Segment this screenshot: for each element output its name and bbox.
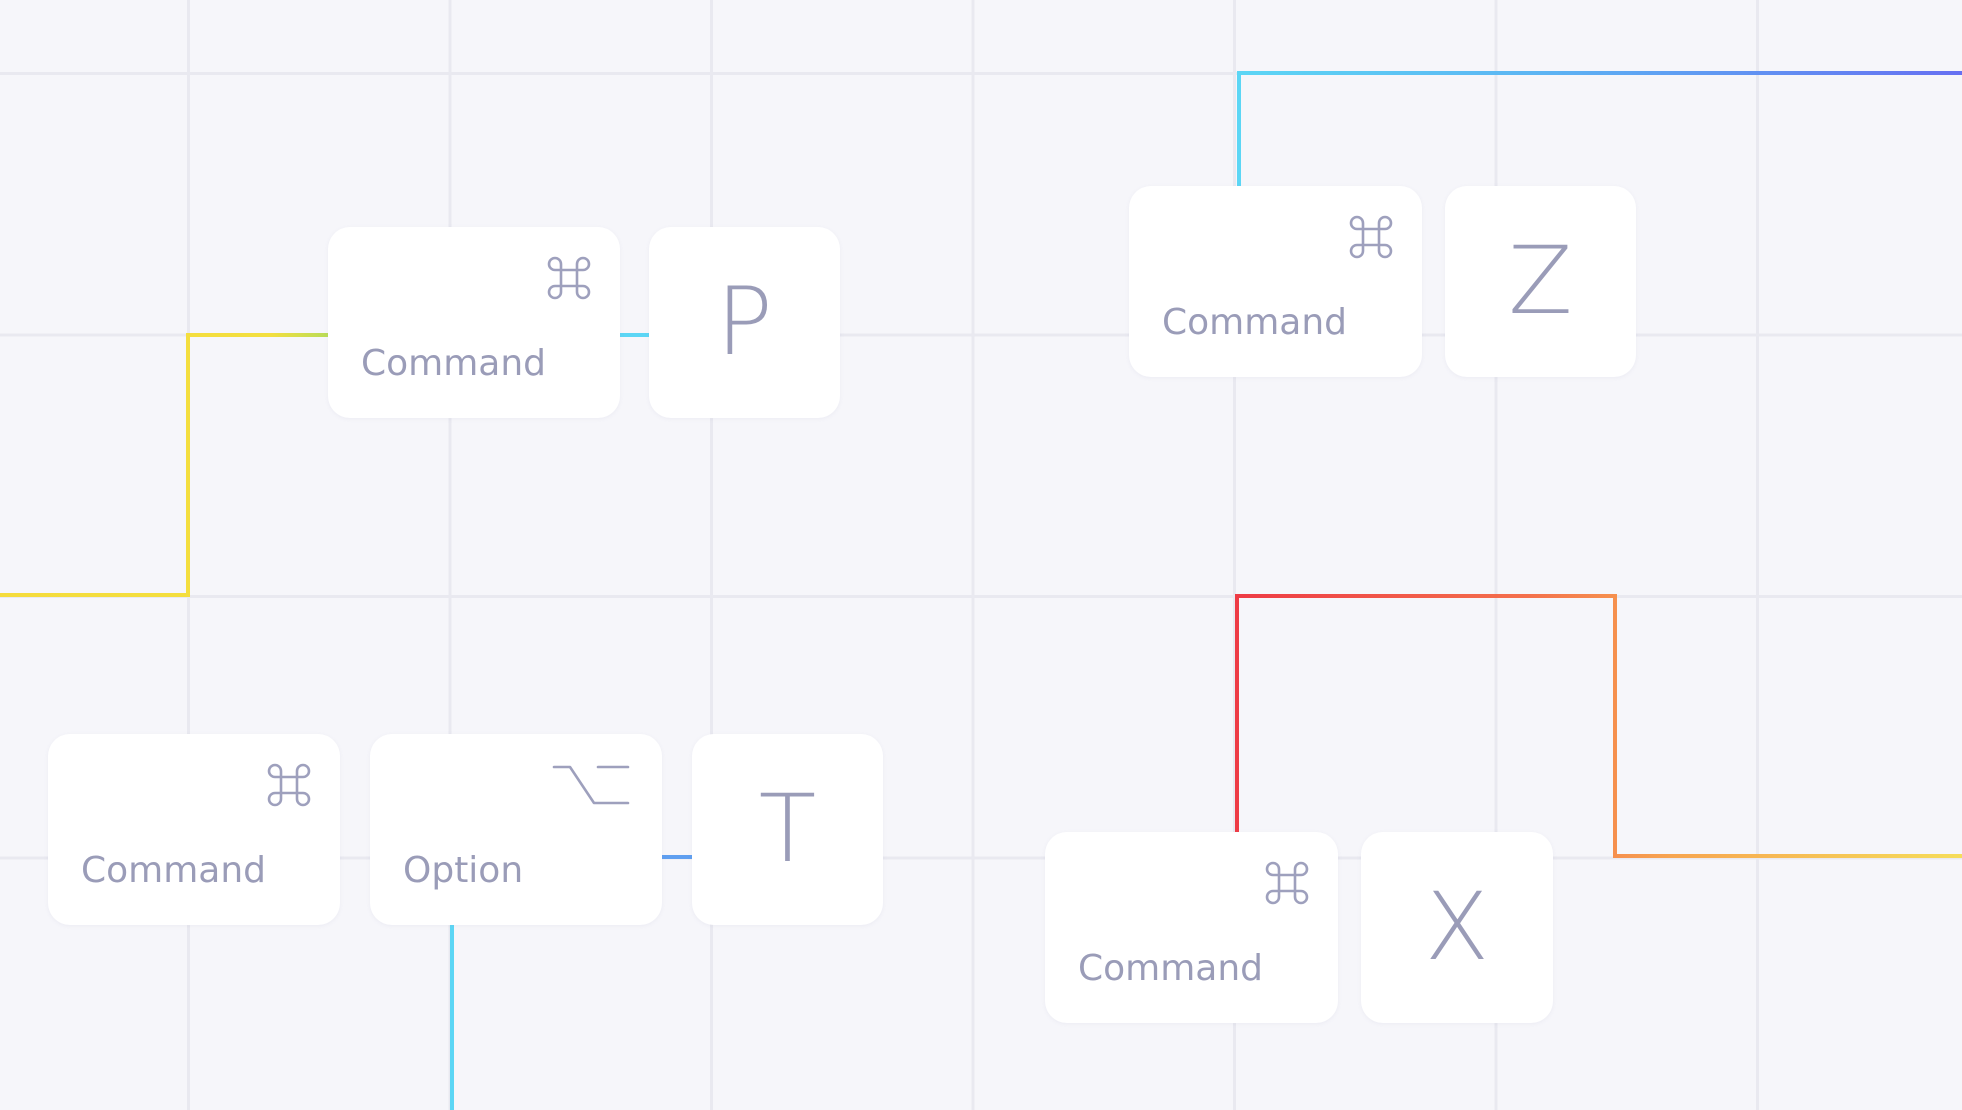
key-label: Command	[81, 850, 267, 891]
key-label: Command	[361, 343, 547, 384]
key-letter: P	[716, 267, 773, 377]
command-key[interactable]: Command	[1129, 186, 1422, 377]
key-letter: X	[1424, 872, 1490, 982]
key-label: Option	[403, 850, 524, 891]
wire-yellow	[0, 333, 332, 597]
key-label: Command	[1078, 948, 1264, 989]
key-letter: Z	[1508, 226, 1573, 336]
x-key[interactable]: X	[1361, 832, 1553, 1023]
command-key[interactable]: Command	[328, 227, 620, 418]
command-key[interactable]: Command	[1045, 832, 1338, 1023]
wire-top	[1237, 71, 1962, 192]
p-key[interactable]: P	[649, 227, 840, 418]
command-icon	[1262, 858, 1312, 908]
command-key[interactable]: Command	[48, 734, 340, 925]
option-icon	[552, 760, 632, 810]
z-key[interactable]: Z	[1445, 186, 1636, 377]
command-icon	[544, 253, 594, 303]
key-label: Command	[1162, 302, 1348, 343]
option-key[interactable]: Option	[370, 734, 662, 925]
t-key[interactable]: T	[692, 734, 883, 925]
key-letter: T	[758, 774, 817, 884]
command-icon	[1346, 212, 1396, 262]
wire-red-orange	[1235, 594, 1962, 858]
command-icon	[264, 760, 314, 810]
